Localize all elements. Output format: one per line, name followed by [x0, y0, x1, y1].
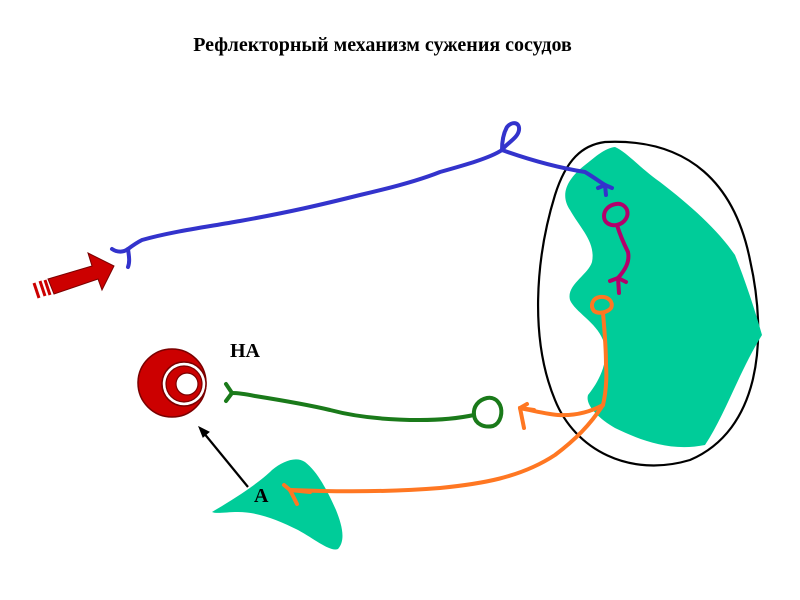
- interneuron: [602, 201, 631, 295]
- preganglionic-neuron: [282, 294, 614, 506]
- afferent-neuron: [110, 121, 614, 269]
- adrenal-gland-icon: [212, 459, 343, 550]
- grey-matter: [565, 147, 762, 448]
- stimulus-arrow-icon: [32, 252, 115, 299]
- diagram-title: Рефлекторный механизм сужения сосудов: [193, 34, 572, 56]
- spinal-cord-outline: [536, 140, 760, 467]
- blood-vessel-icon: [137, 348, 207, 418]
- postganglionic-neuron: [224, 382, 504, 429]
- label-noradrenaline: НА: [230, 340, 261, 362]
- label-adrenaline: А: [254, 485, 269, 507]
- adrenaline-arrow: [198, 425, 249, 488]
